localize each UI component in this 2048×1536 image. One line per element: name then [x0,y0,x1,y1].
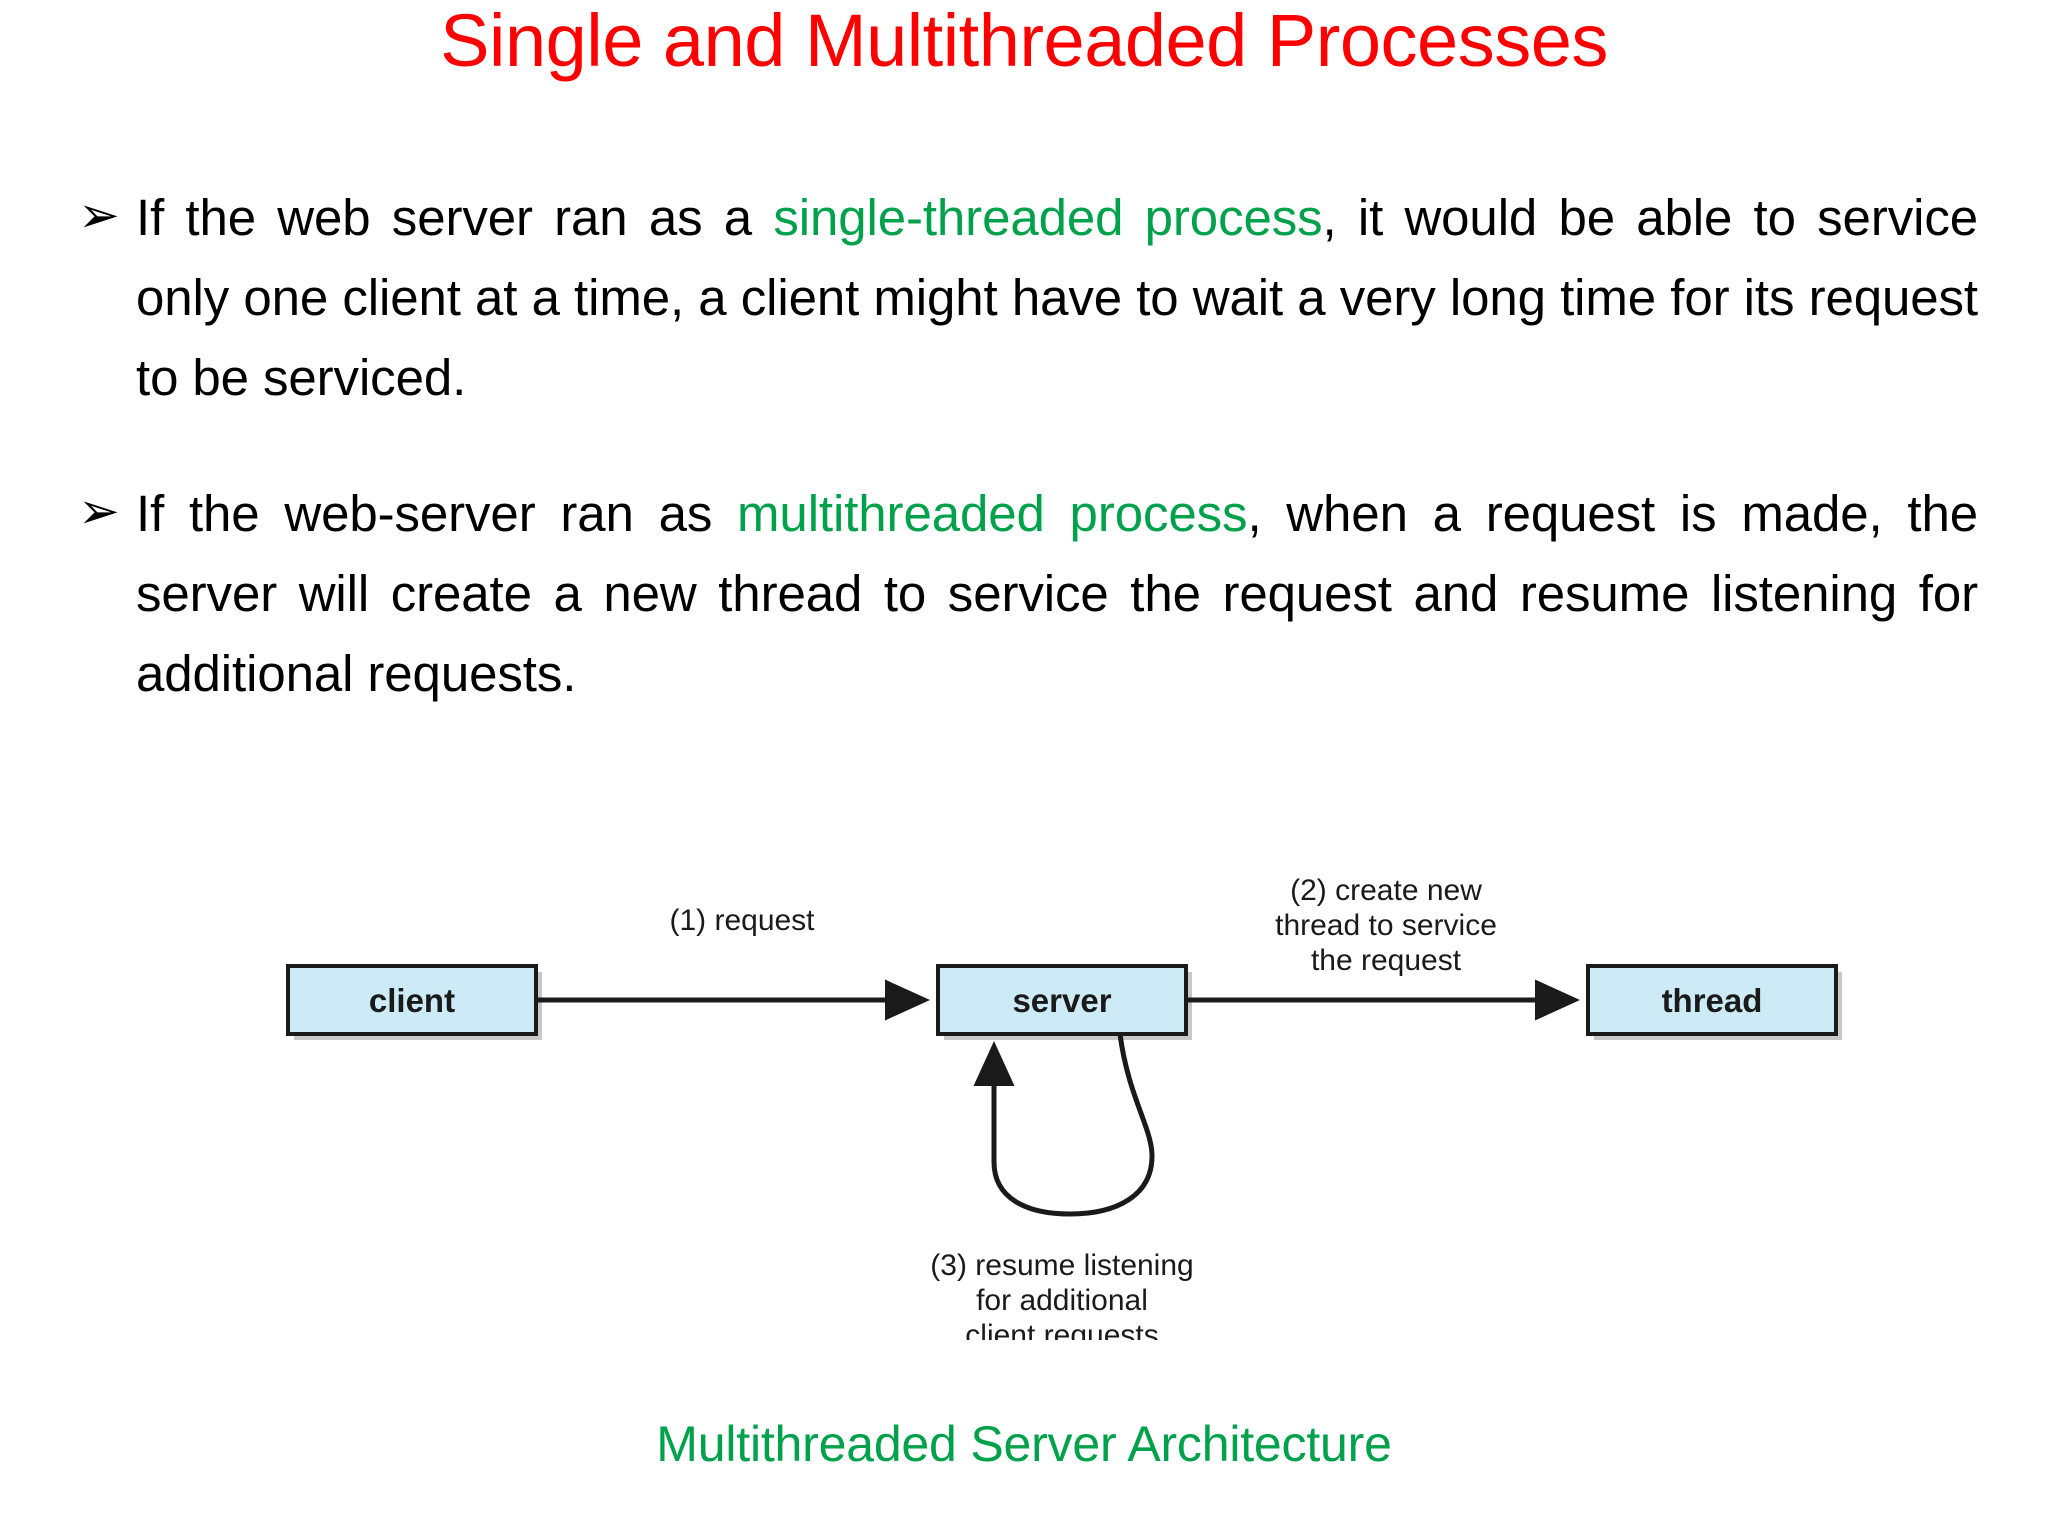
bullet-list: ➢ If the web server ran as a single-thre… [78,178,1978,770]
list-item: ➢ If the web server ran as a single-thre… [78,178,1978,418]
label-step-3-line-2: for additional [976,1284,1148,1317]
arrow-bullet-icon: ➢ [78,482,120,540]
thread-box [1586,964,1838,1036]
bullet-text-2: If the web-server ran as multithreaded p… [136,474,1978,714]
diagram-caption: Multithreaded Server Architecture [656,1416,1392,1472]
multithreaded-server-architecture-diagram: client server thread (1) request (2) cre… [0,860,2048,1340]
bullet-1-highlight-single-threaded-process: single-threaded process [773,189,1323,246]
label-step-3-line-1: (3) resume listening [930,1249,1193,1282]
label-step-2-line-1: (2) create new [1290,874,1482,907]
server-box [936,964,1188,1036]
arrow-bullet-icon: ➢ [78,186,120,244]
label-step-2-line-2: thread to service [1275,909,1497,942]
list-item: ➢ If the web-server ran as multithreaded… [78,474,1978,714]
label-step-1-request: (1) request [669,904,815,937]
bullet-2-segment-plain-b: , when a request is made, the server wil… [136,485,1978,702]
node-client: client [286,964,538,1036]
node-server: server [936,964,1188,1036]
node-thread: thread [1586,964,1838,1036]
server-box-label: server [1012,982,1111,1019]
arrow-server-self-loop [973,1033,1155,1217]
bullet-1-segment-plain-b: , it would be able to service only one c… [136,189,1978,406]
client-box-label: client [369,982,455,1019]
bullet-1-segment-plain-a: If the web server ran as a [136,189,774,246]
page-title: Single and Multithreaded Processes [440,0,1608,82]
bullet-2-segment-plain-a: If the web-server ran as [136,485,738,542]
bullet-2-highlight-multithreaded-process: multithreaded process [737,485,1248,542]
bullet-text-1: If the web server ran as a single-thread… [136,178,1978,418]
thread-box-label: thread [1662,982,1763,1019]
label-step-2-line-3: the request [1311,944,1462,977]
client-box [286,964,538,1036]
label-step-3-line-3: client requests [965,1319,1158,1340]
